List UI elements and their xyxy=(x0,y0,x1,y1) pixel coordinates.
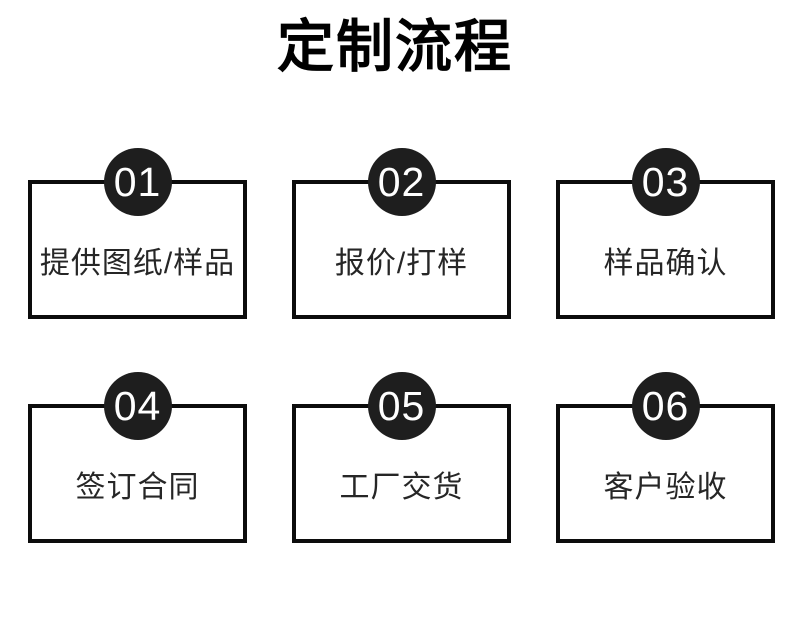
step-number: 03 xyxy=(641,158,690,205)
customization-process-infographic: 定制流程 01 提供图纸/样品 02 报价/打样 03 样品确认 04 签订合同 xyxy=(0,15,790,543)
step-number-badge: 06 xyxy=(631,372,700,440)
step-card-2: 02 报价/打样 xyxy=(292,148,511,319)
step-number: 02 xyxy=(377,158,426,205)
step-card-4: 04 签订合同 xyxy=(28,372,247,543)
step-card-6: 06 客户验收 xyxy=(556,372,775,543)
step-label: 报价/打样 xyxy=(334,246,469,280)
step-label: 客户验收 xyxy=(603,470,728,504)
step-number: 06 xyxy=(641,382,690,429)
step-card-1: 01 提供图纸/样品 xyxy=(28,148,247,319)
step-number-badge: 04 xyxy=(103,372,172,440)
step-card-5: 05 工厂交货 xyxy=(292,372,511,543)
step-label: 签订合同 xyxy=(75,470,200,504)
step-label: 工厂交货 xyxy=(339,470,464,504)
step-number-badge: 03 xyxy=(631,148,700,216)
steps-grid: 01 提供图纸/样品 02 报价/打样 03 样品确认 04 签订合同 05 xyxy=(0,148,790,543)
step-label: 提供图纸/样品 xyxy=(39,246,236,280)
step-number: 04 xyxy=(113,382,162,429)
page-title: 定制流程 xyxy=(277,15,513,79)
step-number-badge: 01 xyxy=(103,148,172,216)
step-number: 01 xyxy=(113,158,162,205)
step-number-badge: 05 xyxy=(367,372,436,440)
step-number: 05 xyxy=(377,382,426,429)
step-number-badge: 02 xyxy=(367,148,436,216)
step-label: 样品确认 xyxy=(603,246,728,280)
step-card-3: 03 样品确认 xyxy=(556,148,775,319)
